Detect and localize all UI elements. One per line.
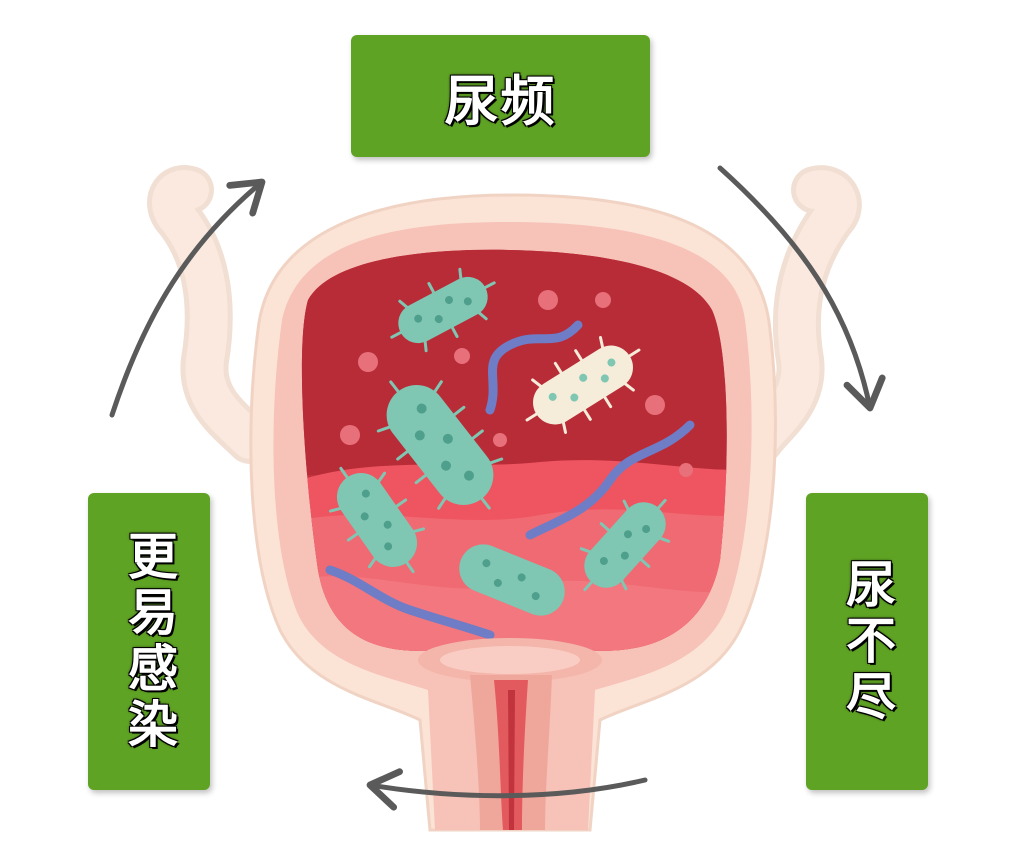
cycle-arrows xyxy=(109,165,886,811)
label-frequent-urination-text: 尿频 xyxy=(444,69,557,133)
arrow-left-up xyxy=(109,178,266,418)
urethra xyxy=(418,638,602,830)
label-incomplete-urination: 尿不尽 xyxy=(806,493,928,790)
label-incomplete-urination-text: 尿不尽 xyxy=(838,557,896,726)
arrow-right-down xyxy=(717,165,886,412)
bacteria-icon xyxy=(328,267,671,616)
label-frequent-urination: 尿频 xyxy=(351,35,650,157)
right-ureter xyxy=(736,165,862,464)
bladder-illustration xyxy=(249,193,777,832)
label-more-infection-text: 更易感染 xyxy=(120,529,178,754)
cell-dots xyxy=(340,290,693,477)
arrow-bottom-left xyxy=(366,768,648,811)
label-more-infection: 更易感染 xyxy=(88,493,210,790)
left-ureter xyxy=(147,165,274,464)
spirochete-worms xyxy=(325,320,695,640)
